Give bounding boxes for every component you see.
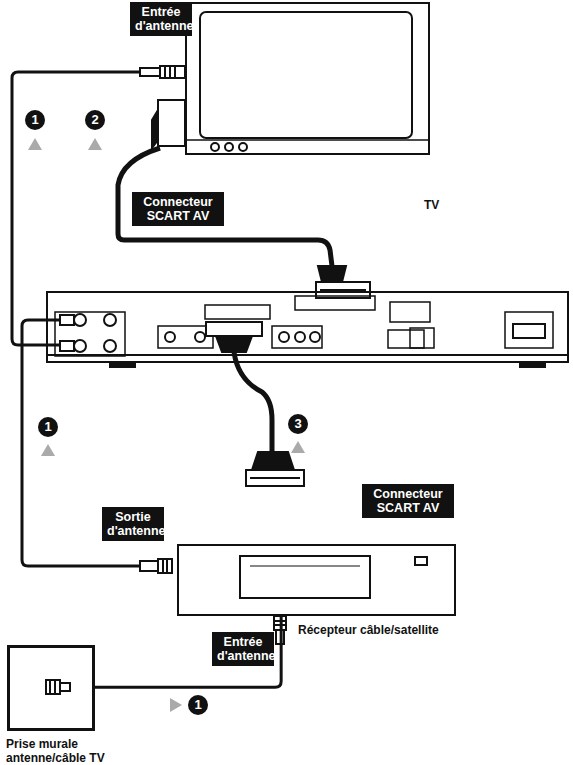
antenna-cable — [94, 615, 281, 687]
device-label: Récepteur câble/satellite — [298, 623, 473, 637]
connector-tag: Entrée d'antenne — [212, 632, 274, 666]
connector-tag: Sortie d'antenne — [102, 507, 164, 541]
callout-number: 2 — [85, 110, 105, 130]
tv-set: TV — [185, 2, 430, 155]
device-label: TV — [424, 198, 464, 212]
cable-satellite-receiver: Récepteur câble/satellite — [170, 545, 455, 615]
callout-number: 1 — [188, 695, 208, 715]
connector-tag: Entrée d'antenne — [130, 2, 192, 36]
device-label: Prise murale antenne/câble TV — [6, 737, 136, 765]
callout-number: 3 — [288, 414, 308, 434]
callout-number: 1 — [25, 110, 45, 130]
callout-number: 1 — [38, 417, 58, 437]
connector-tag: Connecteur SCART AV — [362, 484, 454, 518]
wall-socket: Prise murale antenne/câble TV — [8, 646, 94, 730]
connector-tag: Connecteur SCART AV — [132, 192, 224, 226]
